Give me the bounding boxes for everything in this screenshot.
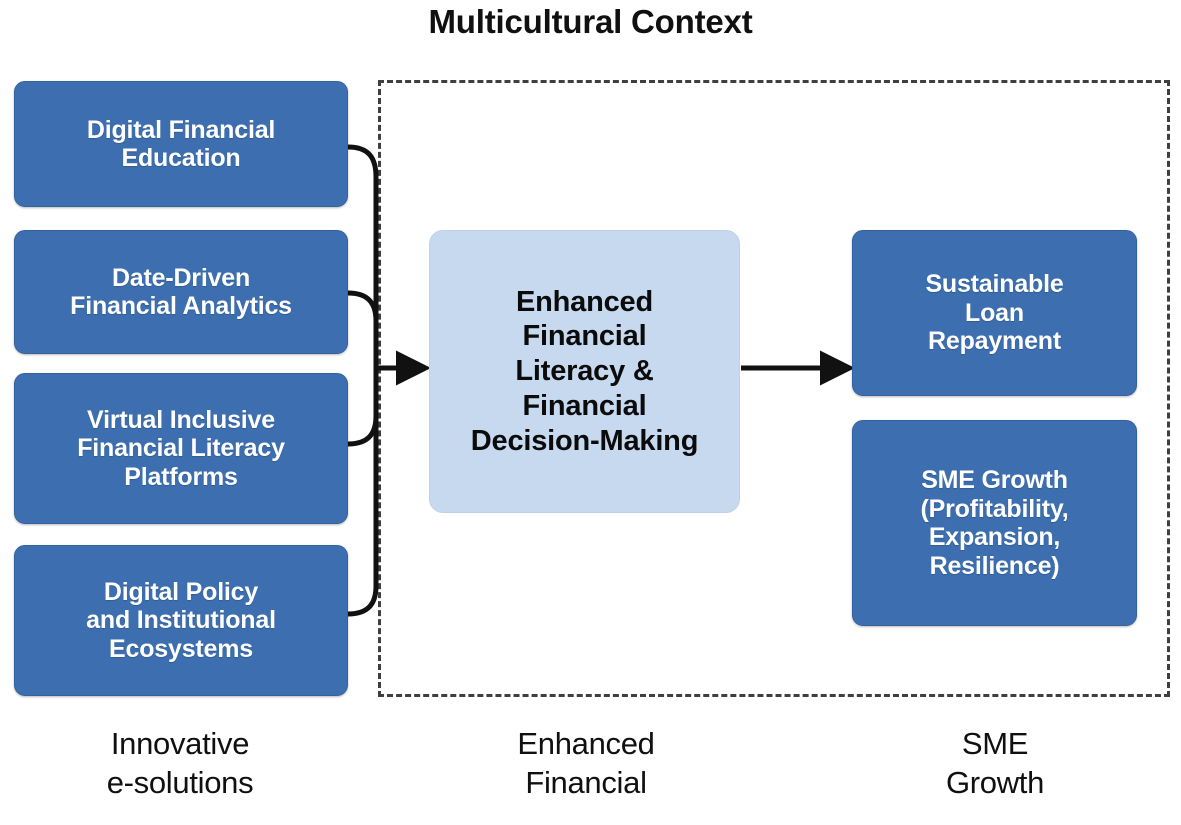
- node-enhanced-financial-literacy-and-decision-making[interactable]: Enhanced Financial Literacy & Financial …: [429, 230, 740, 513]
- node-sme-growth-profitability-expansion-resilience[interactable]: SME Growth (Profitability, Expansion, Re…: [852, 420, 1137, 626]
- node-sustainable-loan-repayment[interactable]: Sustainable Loan Repayment: [852, 230, 1137, 396]
- node-virtual-inclusive-financial-literacy-platforms[interactable]: Virtual Inclusive Financial Literacy Pla…: [14, 373, 348, 524]
- node-digital-policy-and-institutional-ecosystems[interactable]: Digital Policy and Institutional Ecosyst…: [14, 545, 348, 696]
- node-date-driven-financial-analytics[interactable]: Date-Driven Financial Analytics: [14, 230, 348, 354]
- caption-enhanced-financial: Enhanced Financial: [517, 726, 655, 800]
- multicultural-context-frame: [378, 80, 1170, 697]
- input-bracket-curves: [345, 144, 379, 617]
- page-title: Multicultural Context: [428, 3, 753, 40]
- caption-innovative-e-solutions: Innovative e-solutions: [106, 726, 254, 800]
- node-digital-financial-education[interactable]: Digital Financial Education: [14, 81, 348, 207]
- caption-sme-growth: SME Growth: [945, 726, 1045, 800]
